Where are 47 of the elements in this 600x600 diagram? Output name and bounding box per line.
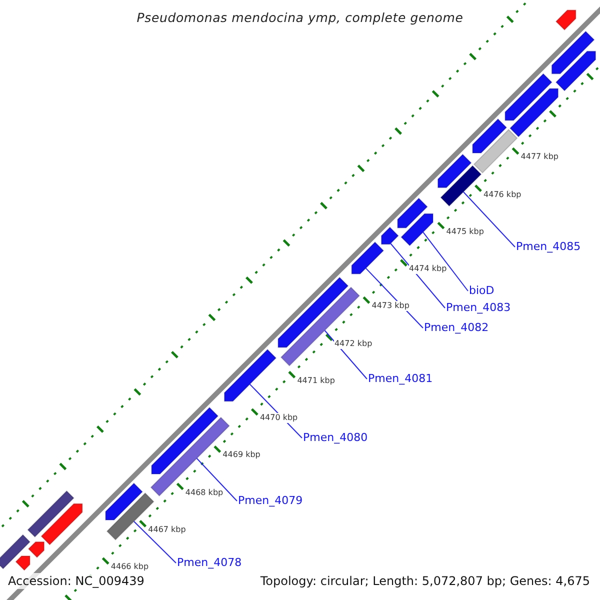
gene-block	[509, 88, 559, 138]
scale-label: 4473 kbp	[372, 301, 410, 312]
scale-label: 4472 kbp	[334, 338, 372, 349]
scale-label: 4475 kbp	[446, 226, 484, 237]
gene-block	[551, 30, 595, 74]
gene-block	[380, 226, 399, 245]
gene-block	[351, 241, 384, 274]
gene-label: Pmen_4083	[446, 301, 511, 315]
scale-label: 4468 kbp	[185, 488, 224, 498]
gene-block	[397, 198, 428, 228]
leader-line	[462, 191, 516, 248]
gene-block	[15, 556, 30, 571]
accession-text: Accession: NC_009439	[6, 573, 146, 589]
gene-block	[504, 73, 552, 121]
leader-line	[422, 232, 468, 292]
scale-label: 4474 kbp	[409, 264, 447, 274]
gene-block	[437, 154, 472, 188]
gene-block	[105, 482, 144, 520]
gene-label: Pmen_4078	[177, 556, 242, 570]
gene-label: Pmen_4080	[303, 431, 368, 445]
scale-label: 4469 kbp	[222, 450, 260, 460]
gene-bar	[0, 534, 31, 570]
scale-label: 4471 kbp	[297, 376, 335, 386]
scale-label: 4467 kbp	[148, 524, 186, 535]
gene-label: bioD	[469, 284, 494, 298]
gene-label: Pmen_4079	[238, 494, 303, 508]
scale-label: 4476 kbp	[484, 190, 522, 200]
gene-label: Pmen_4081	[368, 372, 433, 386]
scale-label: 4466 kbp	[110, 562, 149, 572]
title: Pseudomonas mendocina ymp, complete genome	[136, 9, 464, 27]
scale-label: 4477 kbp	[520, 152, 558, 162]
leader-line	[390, 243, 446, 308]
leader-line	[196, 458, 238, 502]
gene-block	[555, 50, 596, 92]
leader-line	[133, 520, 176, 564]
gene-label: Pmen_4082	[424, 321, 489, 335]
gene-bar	[27, 490, 74, 538]
gene-bar	[473, 128, 518, 174]
gene-block	[224, 348, 277, 402]
genome-info-text: Topology: circular; Length: 5,072,807 bp; Genes: 4,675	[258, 573, 592, 589]
gene-block	[151, 406, 219, 474]
scale-label: 4470 kbp	[260, 413, 298, 424]
gene-block	[40, 503, 83, 546]
gene-bar	[440, 165, 482, 207]
gene-block	[472, 118, 508, 154]
gene-label: Pmen_4085	[516, 240, 581, 254]
gene-block	[28, 541, 45, 558]
